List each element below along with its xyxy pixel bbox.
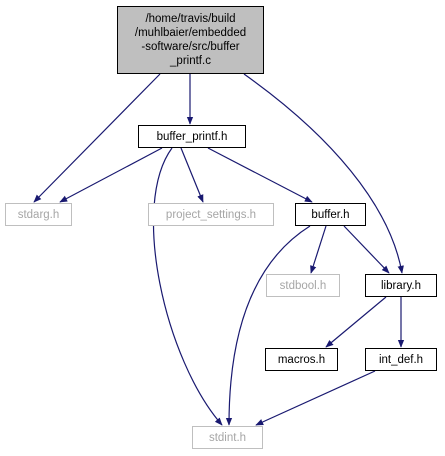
- node-label: project_settings.h: [165, 208, 257, 221]
- edge-buffer_printf_h-to-stdint_h: [153, 147, 223, 426]
- node-label: library.h: [380, 279, 422, 292]
- node-label: stdarg.h: [17, 208, 60, 221]
- edge-library_h-to-macros_h: [325, 296, 387, 348]
- edge-int_def_h-to-stdint_h: [255, 370, 376, 426]
- node-macros-h[interactable]: macros.h: [265, 348, 338, 371]
- node-project-settings-h: project_settings.h: [148, 203, 274, 226]
- node-buffer-printf-c: /home/travis/build /muhlbaier/embedded -…: [117, 6, 264, 74]
- node-label: macros.h: [277, 353, 326, 366]
- node-label: int_def.h: [378, 353, 424, 366]
- node-label: buffer.h: [311, 208, 350, 221]
- node-stdint-h: stdint.h: [192, 426, 263, 449]
- node-int-def-h[interactable]: int_def.h: [365, 348, 437, 371]
- edge-buffer_printf_c-to-library_h: [243, 73, 404, 274]
- edge-buffer_h-to-stdbool_h: [310, 225, 327, 274]
- node-buffer-printf-h[interactable]: buffer_printf.h: [138, 125, 246, 148]
- node-stdarg-h: stdarg.h: [5, 203, 72, 226]
- edge-buffer_printf_h-to-project_settings_h: [180, 147, 204, 203]
- edge-buffer_printf_h-to-buffer_h: [207, 147, 313, 203]
- node-buffer-h[interactable]: buffer.h: [295, 203, 366, 226]
- node-label: /home/travis/build /muhlbaier/embedded -…: [134, 13, 247, 67]
- edge-buffer_printf_h-to-stdarg_h: [59, 147, 163, 203]
- node-label: buffer_printf.h: [156, 130, 228, 143]
- node-stdbool-h: stdbool.h: [266, 274, 340, 297]
- node-label: stdint.h: [208, 431, 247, 444]
- node-library-h[interactable]: library.h: [365, 274, 437, 297]
- node-label: stdbool.h: [279, 279, 327, 292]
- edge-buffer_h-to-library_h: [343, 225, 390, 274]
- edge-buffer_h-to-stdint_h: [225, 225, 311, 426]
- edge-buffer_printf_c-to-stdarg_h: [33, 73, 161, 203]
